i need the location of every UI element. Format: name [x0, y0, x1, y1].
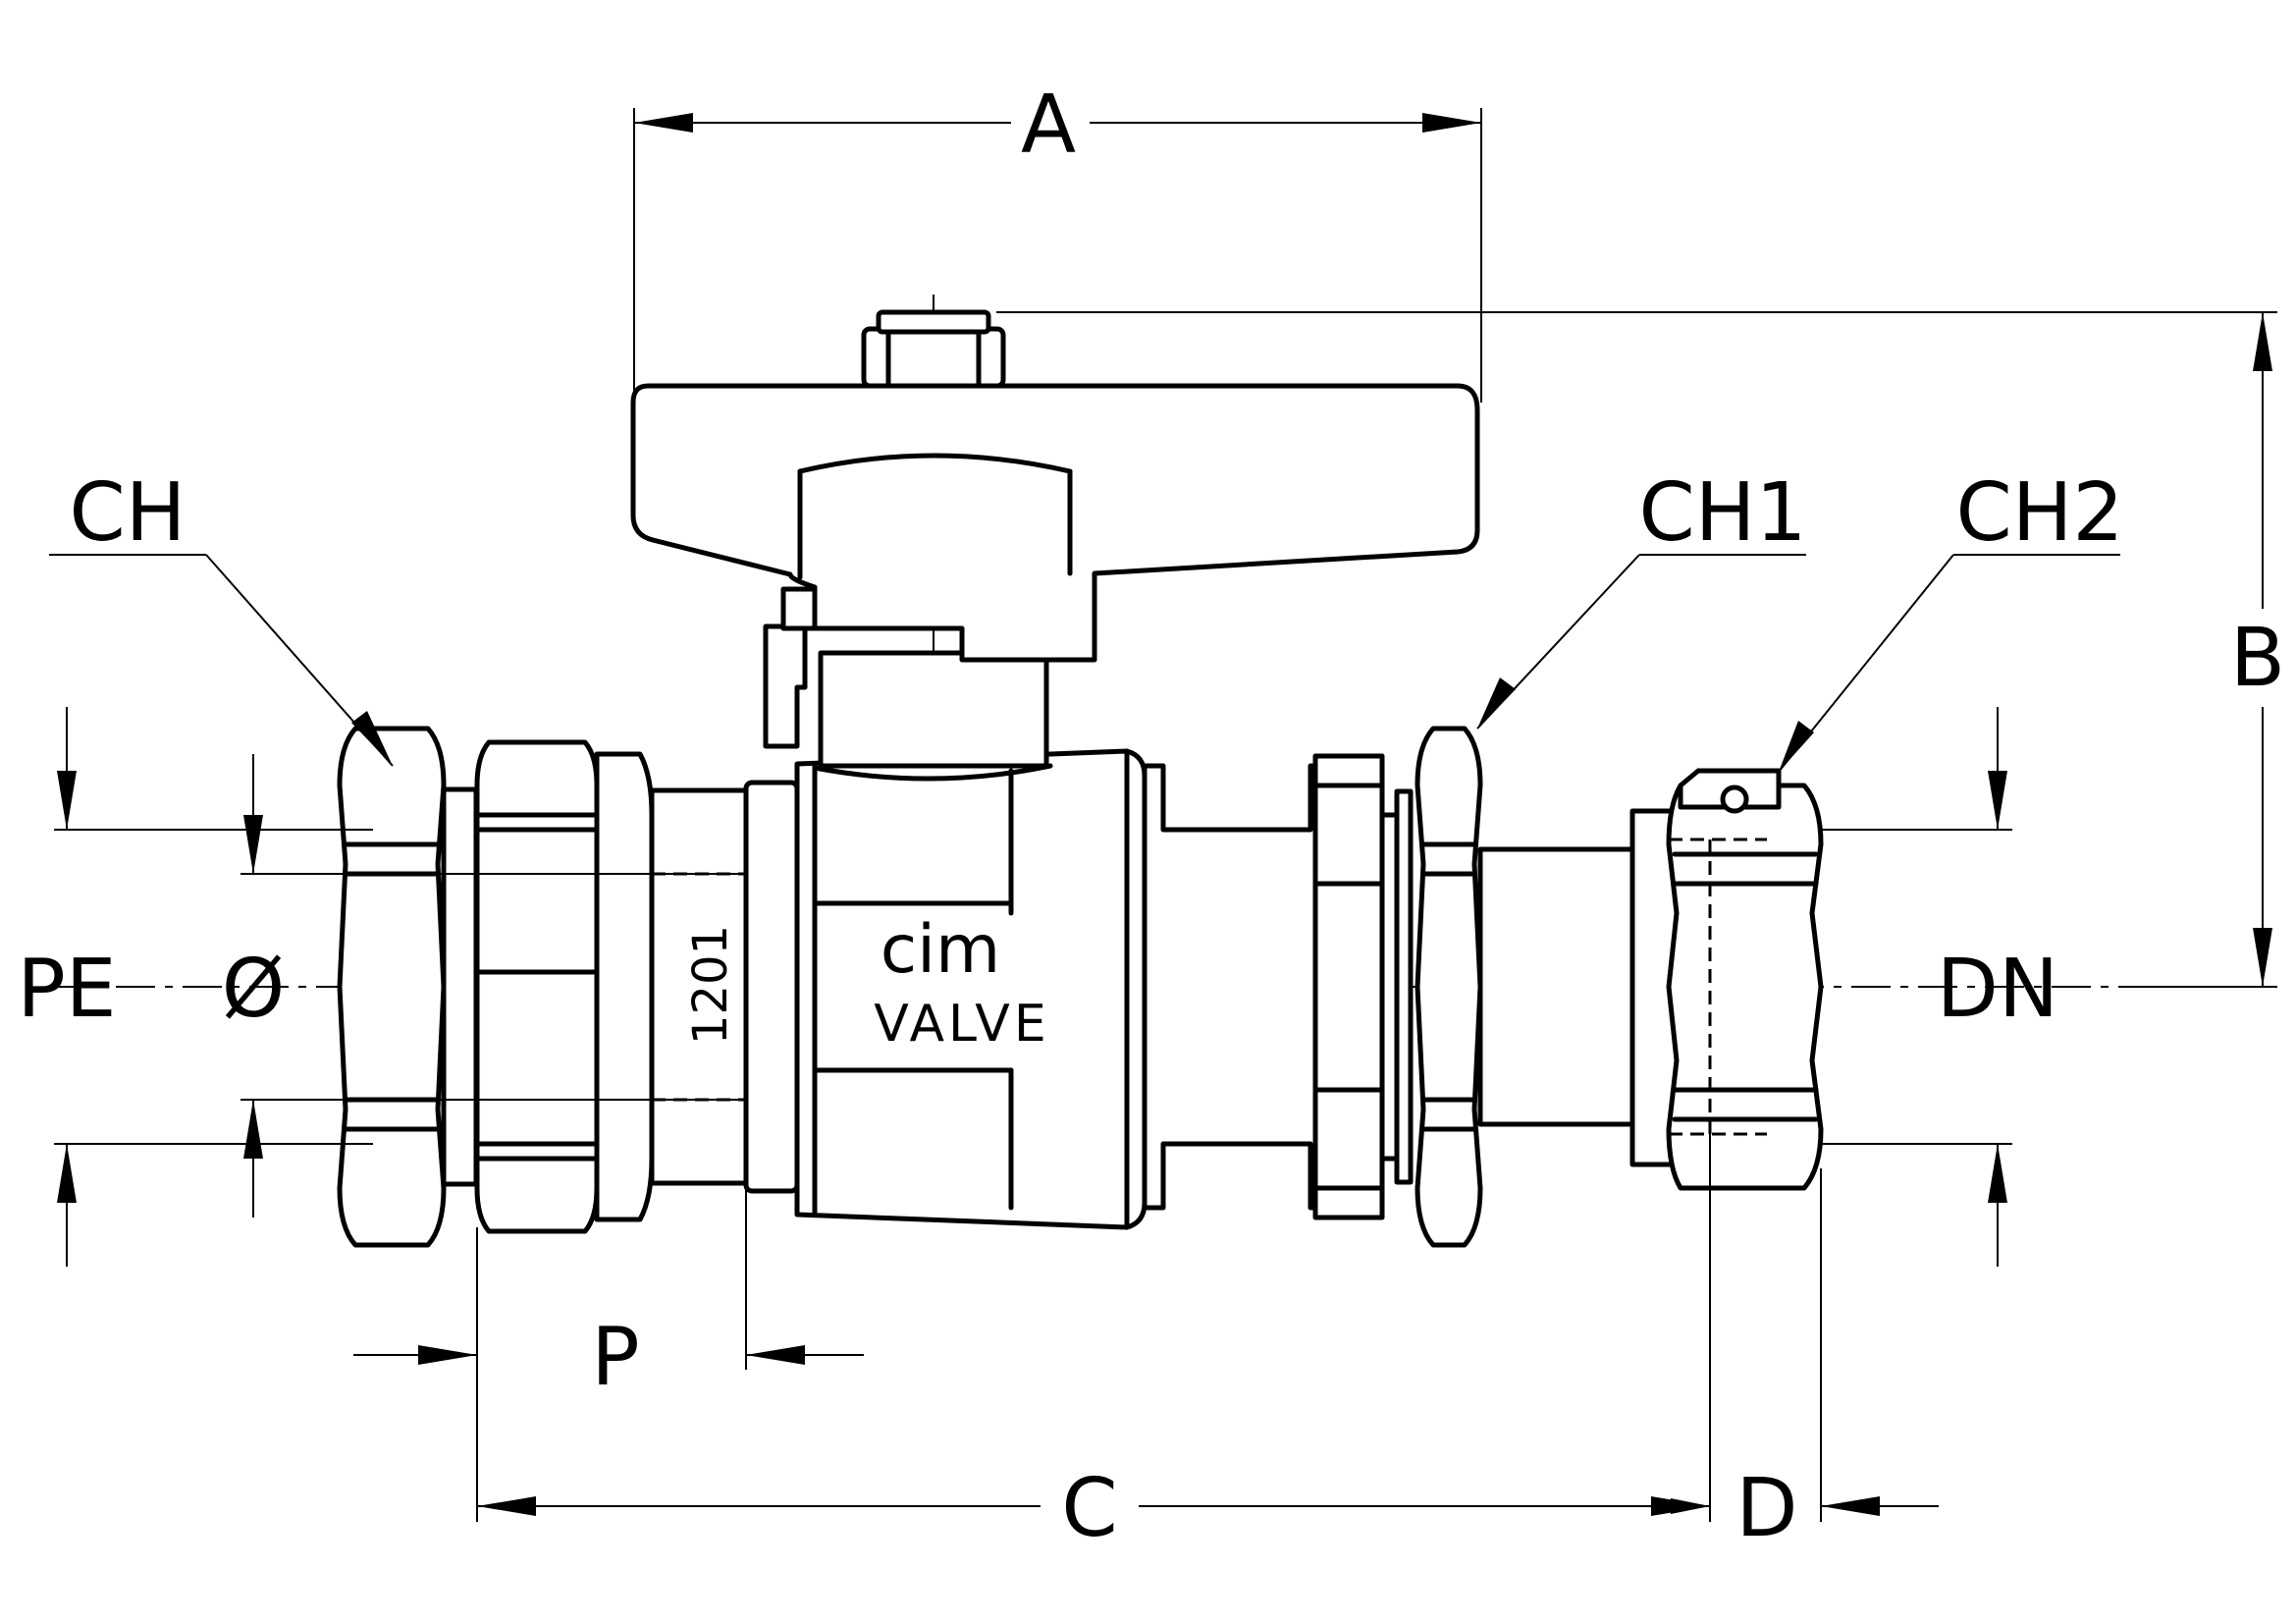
dimension-b: [996, 311, 2277, 988]
dimension-a: [633, 108, 1482, 403]
dimension-a-label: A: [1021, 79, 1076, 172]
dimension-pe-label: PE: [17, 943, 116, 1036]
left-hex-nut: [337, 726, 447, 1248]
leader-ch1: [1476, 554, 1806, 730]
leader-ch1-label: CH1: [1638, 466, 1806, 560]
ch2-compression-nut: [1629, 768, 1824, 1191]
dimension-b-label: B: [2230, 612, 2285, 705]
leader-ch2-label: CH2: [1955, 466, 2123, 560]
left-washer: [441, 786, 479, 1187]
dimension-dn: [1821, 707, 2012, 1267]
body-code-text: 1201: [683, 925, 738, 1045]
dimension-c-label: C: [1061, 1462, 1117, 1555]
ch1-hex-nut: [1415, 726, 1483, 1248]
dimension-d: [1671, 1168, 1939, 1522]
dimension-p-label: P: [591, 1311, 639, 1404]
dimension-p: [353, 1188, 864, 1370]
body-brand-sub-text: VALVE: [874, 995, 1050, 1054]
dimension-d-label: D: [1735, 1462, 1797, 1555]
leader-ch: [49, 554, 394, 767]
handle-nut: [861, 309, 1006, 389]
dimension-c: [476, 1134, 1711, 1522]
leader-ch2: [1778, 554, 2120, 773]
body-brand-text: cim: [881, 911, 1001, 989]
tee-handle: [630, 383, 1480, 663]
dimension-diameter-label: Ø: [222, 943, 286, 1036]
right-tail-pipe: [1477, 846, 1635, 1127]
dimension-pe: [54, 707, 373, 1267]
pipe-stub: [649, 787, 753, 1186]
compression-nut: [474, 739, 655, 1234]
leader-ch-label: CH: [70, 466, 187, 560]
dimension-diameter: [240, 754, 746, 1218]
union-nut: [1312, 753, 1414, 1220]
valve-body: [743, 748, 1148, 1230]
dimension-dn-label: DN: [1937, 943, 2058, 1036]
right-flange-neck: [1142, 763, 1333, 1211]
